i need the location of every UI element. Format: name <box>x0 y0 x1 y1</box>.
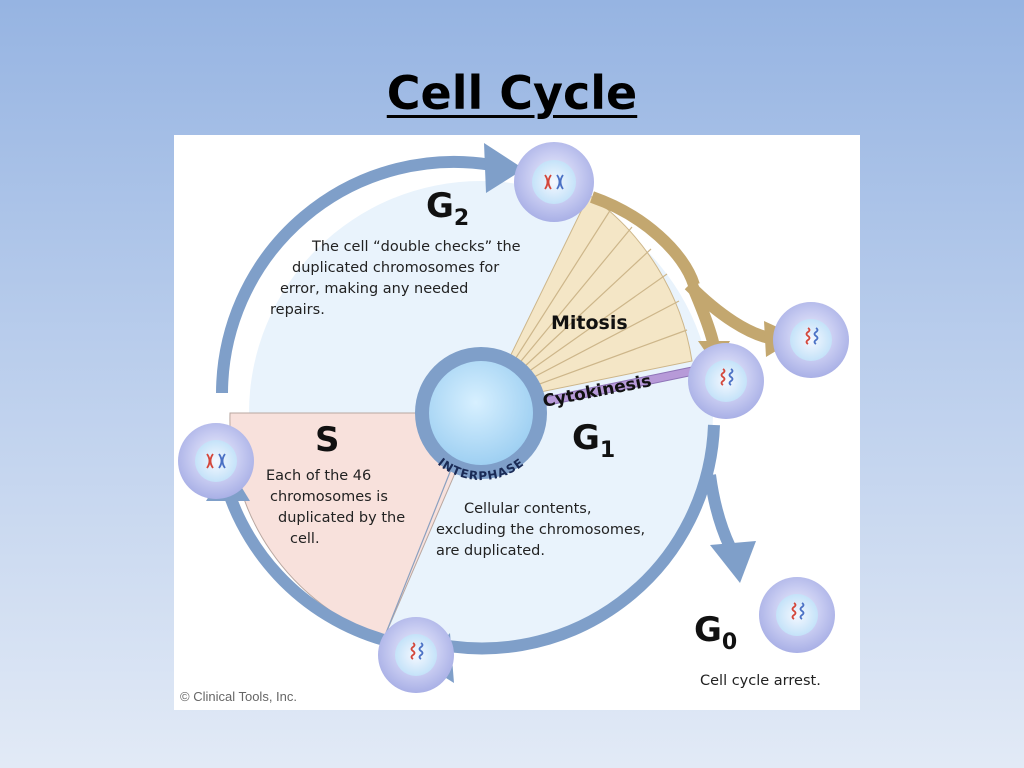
interphase-core <box>429 361 533 465</box>
g0-label: G0 <box>694 610 737 655</box>
g1-label: G1 <box>572 418 615 463</box>
s-g1-boundary <box>383 466 453 639</box>
cell-daughter-down <box>688 343 764 419</box>
cell-daughter-right <box>773 302 849 378</box>
s-description: Each of the 46 chromosomes is duplicated… <box>266 468 410 547</box>
g0-arrowhead <box>710 541 756 583</box>
s-label: S <box>315 420 340 460</box>
cell-cycle-diagram: INTERPHASE G2 S G1 G0 Mitosis Cytokinesi… <box>178 142 849 704</box>
cell-g1-bottom <box>378 617 454 693</box>
mitosis-arrow <box>589 191 700 288</box>
slide-title: Cell Cycle <box>386 66 638 120</box>
g2-label: G2 <box>426 186 469 231</box>
ring-arrowhead-top <box>484 143 524 193</box>
g0-description: Cell cycle arrest. <box>700 673 821 689</box>
cell-g2-entry <box>514 142 594 222</box>
mitosis-label: Mitosis <box>551 312 628 334</box>
g1-description: Cellular contents, excluding the chromos… <box>436 501 650 559</box>
mitosis-fan-lines <box>504 208 688 394</box>
g2-description: The cell “double checks” the duplicated … <box>270 239 525 318</box>
cycle-ring <box>422 424 720 655</box>
g0-branch-arrow <box>704 474 736 550</box>
cell-g0 <box>759 577 835 653</box>
cell-cycle-figure: INTERPHASE G2 S G1 G0 Mitosis Cytokinesi… <box>174 135 860 710</box>
cell-s-entry <box>178 423 254 499</box>
credit: © Clinical Tools, Inc. <box>180 689 297 704</box>
cycle-ring-top <box>216 155 493 394</box>
